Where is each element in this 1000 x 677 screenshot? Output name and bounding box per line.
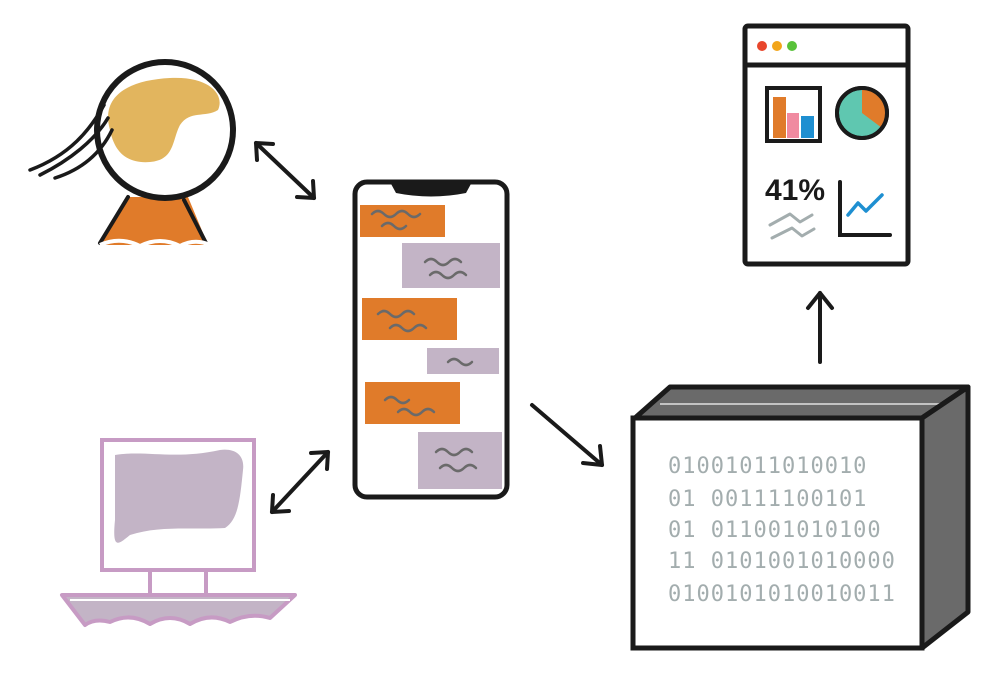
- binary-data-lines: 01001011010010 01 00111100101 01 0110010…: [668, 454, 896, 607]
- user-hair: [108, 77, 220, 163]
- pie-chart-icon: [835, 86, 889, 140]
- binary-line: 0100101010010011: [668, 582, 896, 607]
- bar-chart-icon: [765, 86, 822, 143]
- message-bubble-incoming-1: [402, 243, 500, 288]
- window-close-dot-icon: [757, 41, 767, 51]
- user-icon: [28, 59, 236, 249]
- user-shoulders: [100, 197, 208, 245]
- arrow-phone-server: [530, 403, 604, 467]
- window-maximize-dot-icon: [787, 41, 797, 51]
- message-bubble-incoming-3: [418, 432, 502, 489]
- binary-line: 01 00111100101: [668, 487, 867, 512]
- monitor-stand: [148, 568, 208, 597]
- arrow-server-dashboard: [806, 291, 834, 364]
- analytics-dashboard-window: 41%: [742, 23, 911, 267]
- arrow-user-phone: [254, 141, 316, 200]
- line-chart-icon: [838, 180, 892, 237]
- desktop-computer-icon: [60, 438, 297, 627]
- data-server-box: 01001011010010 01 00111100101 01 0110010…: [630, 384, 971, 651]
- sparkline-icon: [768, 212, 816, 240]
- binary-line: 11 0101001010000: [668, 549, 896, 574]
- message-bubble-outgoing-3: [365, 382, 460, 424]
- server-front-face: [630, 415, 925, 651]
- phone-notch: [390, 182, 472, 197]
- server-top-face: [632, 384, 971, 421]
- dashboard-frame: [742, 23, 911, 267]
- message-bubble-outgoing-2: [362, 298, 457, 340]
- binary-line: 01 011001010100: [668, 518, 882, 543]
- server-side-face: [919, 384, 971, 651]
- message-bubble-incoming-2: [427, 348, 499, 374]
- window-minimize-dot-icon: [772, 41, 782, 51]
- mobile-phone-icon: [352, 179, 510, 500]
- keyboard-base: [60, 593, 297, 627]
- user-ponytail: [28, 103, 114, 180]
- monitor-screen-content: [114, 449, 244, 543]
- arrow-computer-phone: [270, 450, 330, 514]
- binary-line: 01001011010010: [668, 454, 867, 479]
- kpi-percentage: 41%: [765, 174, 825, 207]
